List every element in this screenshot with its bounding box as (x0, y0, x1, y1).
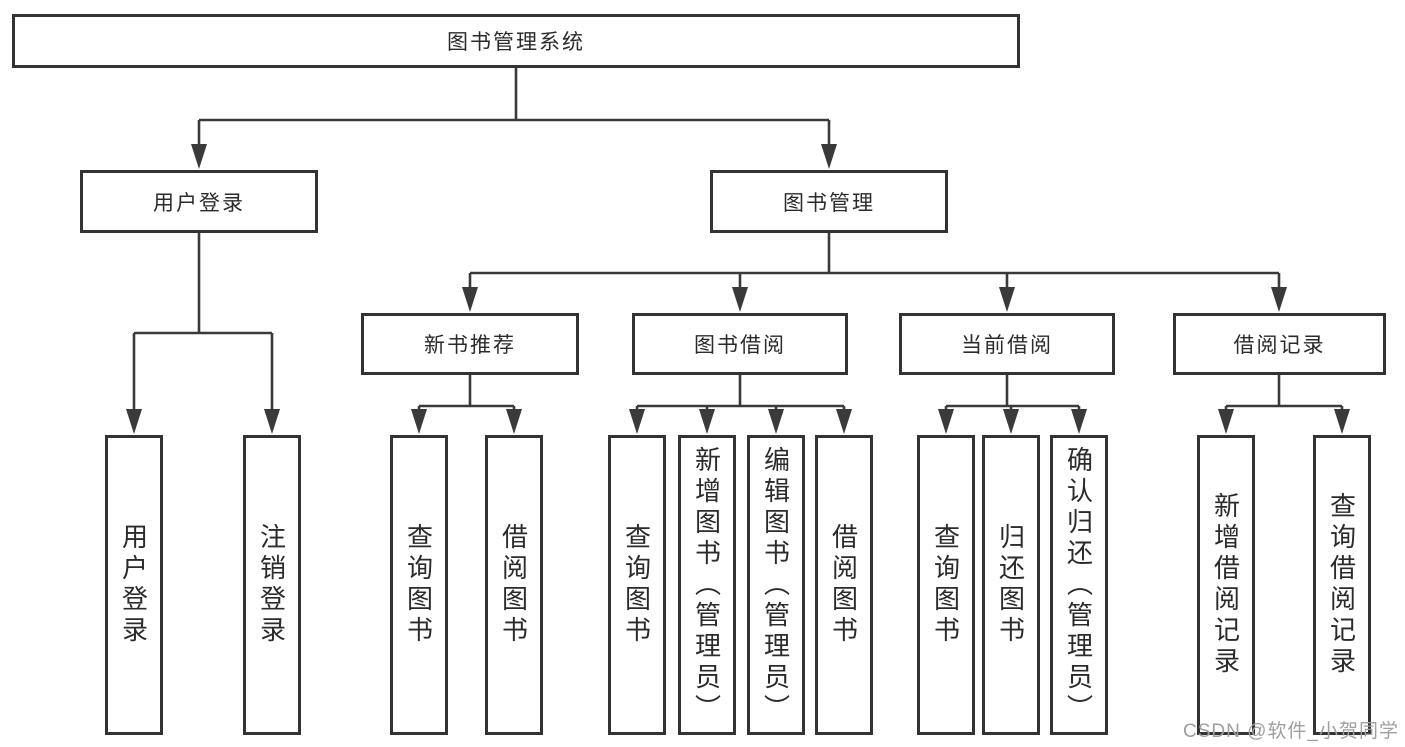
node-leaf-logout-login: 注销登录 (243, 435, 301, 735)
node-current-borrowing: 当前借阅 (899, 313, 1115, 375)
node-borrowing-records: 借阅记录 (1173, 313, 1386, 375)
node-new-book-recommendation: 新书推荐 (361, 313, 579, 375)
node-book-borrowing: 图书借阅 (632, 313, 848, 375)
node-leaf-edit-books-admin: 编辑图书（管理员） (747, 435, 805, 735)
node-leaf-borrow-books-recommend: 借阅图书 (485, 435, 543, 735)
arrowheads (126, 144, 1350, 434)
node-user-login-branch: 用户登录 (80, 170, 318, 233)
node-book-management-branch: 图书管理 (710, 170, 948, 233)
node-leaf-confirm-return-admin: 确认归还（管理员） (1050, 435, 1108, 735)
node-leaf-query-books-recommend: 查询图书 (390, 435, 448, 735)
csdn-watermark: CSDN @软件_小贺同学 (1183, 721, 1399, 742)
node-leaf-query-books-borrowing: 查询图书 (608, 435, 666, 735)
node-leaf-borrow-books-borrowing: 借阅图书 (815, 435, 873, 735)
node-leaf-return-books: 归还图书 (982, 435, 1040, 735)
node-leaf-user-login: 用户登录 (105, 435, 163, 735)
node-leaf-query-borrow-record: 查询借阅记录 (1313, 435, 1371, 735)
node-leaf-query-books-current: 查询图书 (917, 435, 975, 735)
node-leaf-add-books-admin: 新增图书（管理员） (678, 435, 736, 735)
node-leaf-add-borrow-record: 新增借阅记录 (1197, 435, 1255, 735)
node-library-management-system: 图书管理系统 (12, 14, 1020, 68)
